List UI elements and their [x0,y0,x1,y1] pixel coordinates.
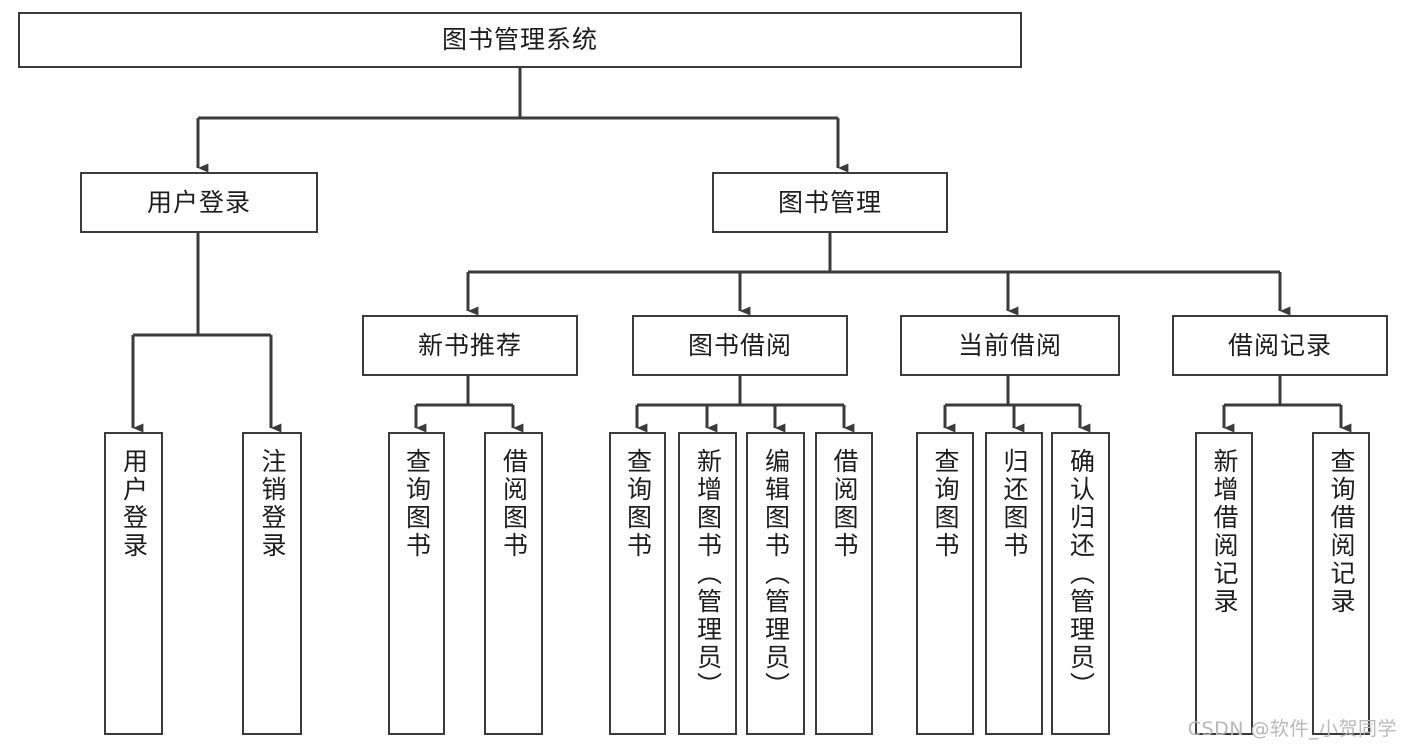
node-label: 借阅图书 [499,448,529,560]
node-label: 图书管理 [777,187,882,217]
node-label: 注销登录 [258,448,287,560]
node-label: 用户登录 [119,448,149,560]
node-current-borrowing[interactable]: 当前借阅 [900,315,1120,376]
node-leaf-add-borrow-record[interactable]: 新增借阅记录 [1195,432,1253,735]
node-leaf-borrow-book-bb[interactable]: 借阅图书 [815,432,873,735]
node-label: 用户登录 [146,187,251,217]
node-leaf-edit-book-admin[interactable]: 编辑图书（管理员） [746,432,805,735]
node-label: 确认归还（管理员） [1066,448,1096,700]
node-book-management[interactable]: 图书管理 [712,172,948,233]
node-label: 查询图书 [623,448,653,560]
node-label: 新增借阅记录 [1210,448,1239,616]
node-leaf-query-book-nbr[interactable]: 查询图书 [388,432,445,735]
node-leaf-user-login[interactable]: 用户登录 [104,432,163,735]
node-leaf-query-book-bb[interactable]: 查询图书 [609,432,666,735]
csdn-watermark: CSDN @软件_小贺同学 [1187,718,1397,740]
node-label: 借阅图书 [830,448,859,560]
node-label: 图书借阅 [687,330,792,360]
node-leaf-query-book-cb[interactable]: 查询图书 [916,432,974,735]
node-label: 查询图书 [402,448,432,560]
node-label: 归还图书 [1000,448,1029,560]
node-label: 新增图书（管理员） [693,448,723,700]
node-user-login[interactable]: 用户登录 [80,172,318,233]
node-leaf-query-borrow-record[interactable]: 查询借阅记录 [1312,432,1370,735]
node-leaf-confirm-return-admin[interactable]: 确认归还（管理员） [1051,432,1110,735]
node-label: 图书管理系统 [441,25,598,55]
node-label: 查询借阅记录 [1327,448,1356,616]
node-label: 借阅记录 [1227,330,1332,360]
node-leaf-borrow-book-nbr[interactable]: 借阅图书 [484,432,543,735]
node-label: 新书推荐 [417,330,522,360]
node-borrowing-record[interactable]: 借阅记录 [1172,315,1388,376]
node-label: 编辑图书（管理员） [761,448,791,700]
node-leaf-add-book-admin[interactable]: 新增图书（管理员） [678,432,737,735]
node-label: 查询图书 [931,448,960,560]
node-root-book-management-system[interactable]: 图书管理系统 [18,12,1022,68]
node-label: 当前借阅 [957,330,1062,360]
node-leaf-logout[interactable]: 注销登录 [242,432,302,735]
node-leaf-return-book[interactable]: 归还图书 [985,432,1043,735]
node-book-borrowing[interactable]: 图书借阅 [632,315,848,376]
node-new-book-recommendation[interactable]: 新书推荐 [362,315,578,376]
